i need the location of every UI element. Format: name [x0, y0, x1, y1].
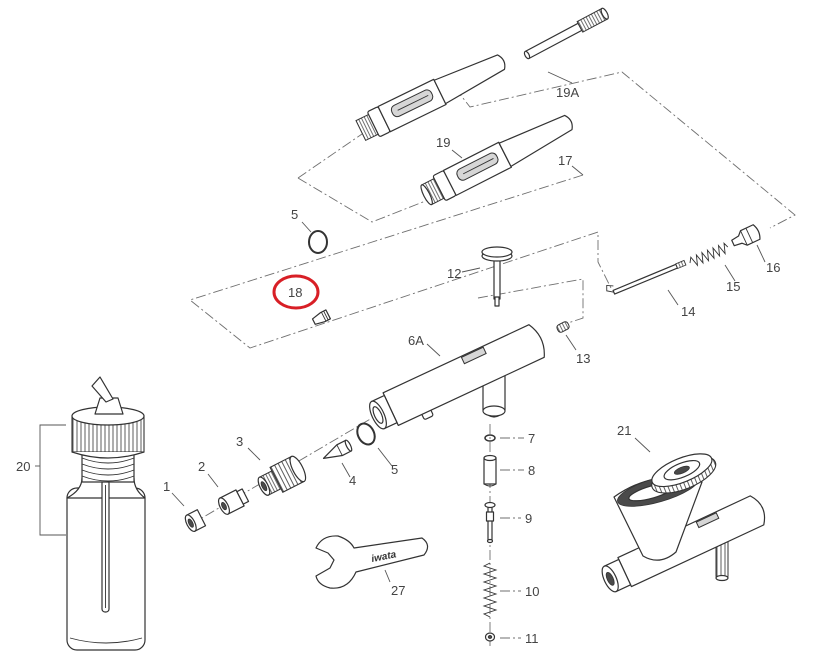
callout-label-11: 11	[525, 631, 539, 646]
part-19-handle	[420, 114, 573, 206]
callout-label-2: 2	[198, 459, 205, 474]
part-27-wrench: iwata	[315, 535, 429, 589]
callout-label-4: 4	[349, 473, 356, 488]
part-1-cap	[184, 509, 207, 533]
part-16-cap-nut	[731, 224, 761, 247]
callout-label-7: 7	[528, 431, 535, 446]
callout-label-27: 27	[391, 583, 405, 598]
callout-label-3: 3	[236, 434, 243, 449]
callout-label-21: 21	[617, 423, 631, 438]
callout-label-19A: 19A	[556, 85, 579, 100]
part-2-nozzle-cap	[217, 488, 250, 515]
part-6A-body	[369, 324, 545, 430]
part-21-cup-lid	[651, 453, 717, 494]
callout-label-1: 1	[163, 479, 170, 494]
wrench-brand-text: iwata	[370, 549, 397, 565]
part-9-needle-guide	[484, 501, 496, 544]
part-13-guide	[556, 321, 570, 333]
callout-labels: 19A 19 17 5 18 12 16 15 14 13 6A 3 2 1 4…	[16, 85, 780, 646]
callout-label-17: 17	[558, 153, 572, 168]
part-5-o-ring-lower	[356, 422, 376, 446]
part-10-spring	[482, 562, 498, 618]
part-8-bushing	[483, 454, 497, 487]
callout-label-13: 13	[576, 351, 590, 366]
callout-label-5-lower: 5	[391, 462, 398, 477]
callout-label-19: 19	[436, 135, 450, 150]
assembly-guide-lines	[189, 71, 796, 646]
part-19A-handle	[355, 54, 506, 142]
part-14-rod	[606, 259, 687, 295]
part-4-nozzle	[322, 439, 353, 459]
callout-label-20: 20	[16, 459, 30, 474]
part-12-trigger-button	[481, 246, 513, 307]
part-20-bracket	[35, 424, 66, 536]
part-20-bottle	[66, 376, 146, 651]
callout-label-12: 12	[447, 266, 461, 281]
part-18-nozzle	[311, 309, 331, 325]
callout-leader-lines	[171, 71, 766, 583]
part-15-spring	[689, 242, 729, 267]
callout-label-14: 14	[681, 304, 695, 319]
part-3-head	[257, 455, 307, 496]
callout-label-16: 16	[766, 260, 780, 275]
callout-label-18: 18	[288, 285, 302, 300]
part-5-o-ring-upper	[308, 230, 328, 254]
callout-label-9: 9	[525, 511, 532, 526]
callout-label-6A: 6A	[408, 333, 424, 348]
callout-label-5-upper: 5	[291, 207, 298, 222]
callout-label-15: 15	[726, 279, 740, 294]
callout-label-8: 8	[528, 463, 535, 478]
part-11-ring	[484, 632, 496, 642]
highlight-circle-18	[272, 274, 320, 310]
part-19A-tube	[523, 7, 609, 60]
callout-label-10: 10	[525, 584, 539, 599]
part-7-ring	[484, 434, 496, 442]
